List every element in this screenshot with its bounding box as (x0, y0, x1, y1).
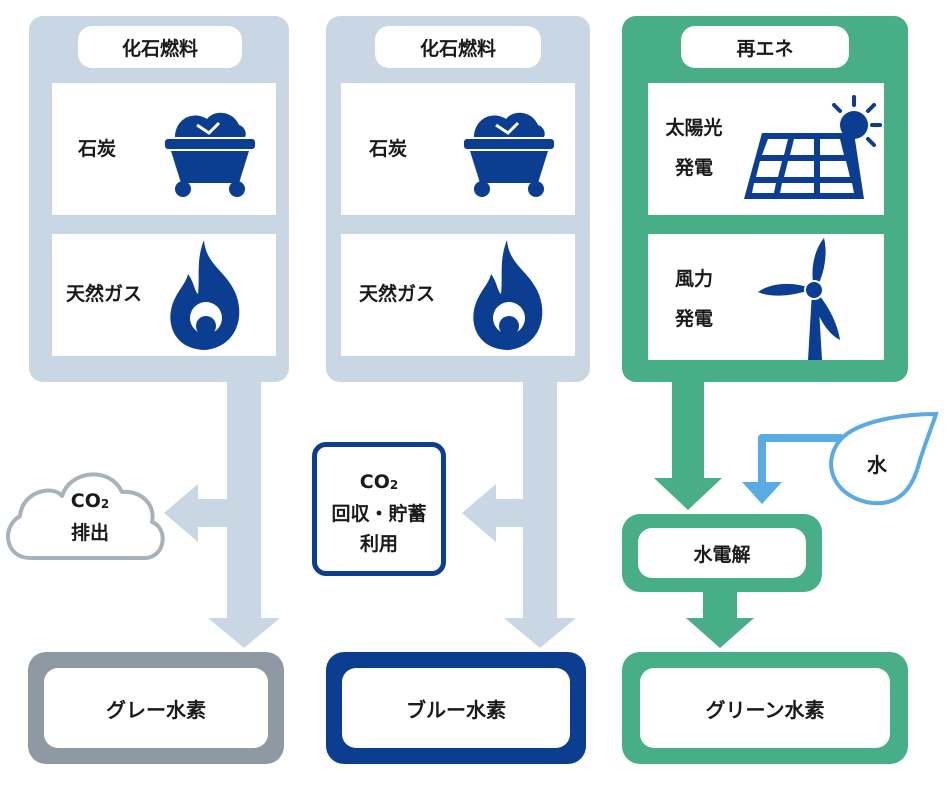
blue-hydrogen-box: ブルー水素 (326, 652, 586, 764)
gas-panel-2: 天然ガス (341, 234, 575, 356)
co2-emission-co: CO (70, 490, 101, 512)
coal-panel: 石炭 (52, 83, 276, 215)
co2-capture-line3: 利用 (359, 533, 398, 555)
co2-emission-text: 排出 (70, 522, 109, 544)
flame-icon (473, 240, 543, 350)
gray-flow-arrowhead (208, 618, 280, 648)
gray-hydrogen-label: グレー水素 (44, 668, 268, 748)
co2-capture-box: CO2 回収・貯蓄 利用 (312, 442, 446, 576)
electrolysis-arrowhead (686, 618, 754, 648)
emission-arrowhead (164, 484, 198, 542)
solar-panel-icon (744, 95, 882, 199)
gas-label-2: 天然ガス (358, 283, 435, 305)
water-arrowhead (742, 482, 782, 504)
wind-turbine-icon (758, 238, 840, 360)
flame-icon (170, 240, 240, 350)
co2-capture-co: CO (359, 471, 390, 493)
column-header-renewable: 再エネ (681, 26, 849, 68)
co2-emission-label: CO2 排出 (40, 486, 140, 548)
gas-label: 天然ガス (65, 283, 142, 305)
co2-capture-line2: 回収・貯蓄 (331, 503, 427, 525)
wind-panel: 風力 発電 (648, 234, 884, 360)
emission-branch (196, 499, 230, 527)
green-hydrogen-label: グリーン水素 (640, 668, 890, 748)
solar-label-line1: 太陽光 (665, 117, 723, 139)
green-hydrogen-box: グリーン水素 (622, 652, 908, 764)
wind-label-line2: 発電 (674, 308, 713, 330)
capture-arrowhead (462, 484, 496, 542)
solar-label-line2: 発電 (674, 157, 713, 179)
coal-label: 石炭 (77, 138, 116, 160)
electrolysis-box: 水電解 (622, 514, 822, 592)
co2-emission-sub: 2 (100, 497, 110, 511)
green-flow-stem (672, 380, 704, 480)
coal-panel-2: 石炭 (341, 83, 575, 215)
blue-flow-stem (523, 380, 557, 620)
water-pipe (758, 434, 842, 486)
co2-capture-sub: 2 (389, 478, 399, 492)
solar-panel: 太陽光 発電 (648, 83, 884, 215)
water-label: 水 (867, 453, 887, 477)
gray-hydrogen-box: グレー水素 (28, 652, 284, 764)
coal-label-2: 石炭 (368, 138, 407, 160)
green-flow-arrowhead (654, 478, 722, 510)
blue-hydrogen-label: ブルー水素 (342, 668, 570, 748)
coal-cart-icon (165, 112, 255, 197)
gas-panel: 天然ガス (52, 234, 276, 356)
wind-label-line1: 風力 (674, 268, 713, 290)
electrolysis-stem (703, 590, 737, 620)
electrolysis-label: 水電解 (638, 528, 806, 578)
column-header-fossil-2: 化石燃料 (375, 26, 541, 68)
gray-flow-stem (227, 380, 261, 620)
blue-flow-arrowhead (504, 618, 576, 648)
column-header-fossil-1: 化石燃料 (78, 26, 242, 68)
co2-cloud-icon (6, 472, 165, 560)
coal-cart-icon (464, 112, 554, 197)
water-drop-icon (829, 411, 939, 506)
capture-branch (494, 499, 526, 527)
